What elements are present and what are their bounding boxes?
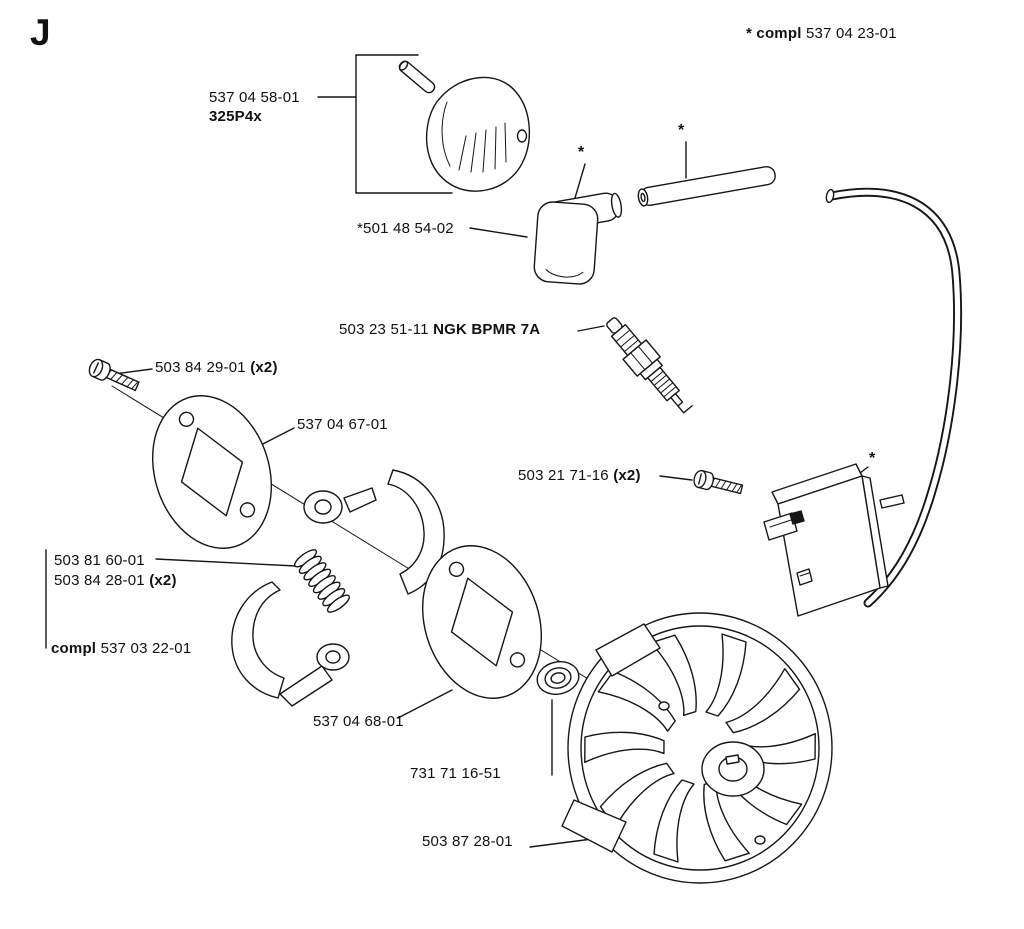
spark-plug-cover xyxy=(425,76,530,192)
part-prefix: compl xyxy=(51,640,97,657)
label-module-screw: 503 21 71-16 (x2) xyxy=(518,466,641,485)
asterisk-mark-tube: * xyxy=(678,122,685,139)
part-number: 503 21 71-16 xyxy=(518,467,609,484)
spark-plug-boot xyxy=(533,192,623,285)
spark-plug xyxy=(606,317,693,414)
module-spade-terminal xyxy=(879,494,905,509)
asterisk-mark-module: * xyxy=(869,450,876,467)
flywheel-nut xyxy=(536,661,580,695)
label-clutch-assembly: compl 537 03 22-01 xyxy=(51,639,191,658)
label-top-assembly: * compl 537 04 23-01 xyxy=(746,24,897,43)
label-spark-plug: 503 23 51-11 NGK BPMR 7A xyxy=(339,320,540,339)
part-qty: (x2) xyxy=(613,467,641,484)
part-number: 503 84 28-01 xyxy=(54,572,145,589)
part-number: 537 04 58-01 xyxy=(209,89,300,106)
part-number: 503 87 28-01 xyxy=(422,833,513,850)
flywheel-magnet-pad xyxy=(595,623,661,677)
label-front-clutch-washer: 537 04 67-01 xyxy=(297,415,388,434)
part-model: 325P4x xyxy=(209,108,262,125)
part-number: 503 81 60-01 xyxy=(54,552,145,569)
part-qty: (x2) xyxy=(250,359,278,376)
part-number: 537 03 22-01 xyxy=(100,640,192,657)
asterisk-mark-boot: * xyxy=(578,144,585,161)
part-number: 537 04 68-01 xyxy=(313,713,404,730)
label-cylinder-cover: 537 04 58-01 325P4x xyxy=(209,88,300,126)
part-number: 537 04 67-01 xyxy=(297,416,388,433)
section-letter: J xyxy=(30,12,51,53)
clutch-shoe-left xyxy=(231,581,350,707)
flywheel-hub xyxy=(701,741,765,797)
label-flywheel: 503 87 28-01 xyxy=(422,832,513,851)
part-number: 503 23 51-11 xyxy=(339,321,429,338)
clutch-shoe-right xyxy=(387,469,445,595)
part-number: 503 84 29-01 xyxy=(155,359,246,376)
ignition-lead-wire xyxy=(825,187,963,608)
front-clutch-washer xyxy=(132,379,292,565)
part-number: 537 04 23-01 xyxy=(805,25,897,42)
tube xyxy=(637,165,776,207)
part-number: *501 48 54-02 xyxy=(357,220,454,237)
clutch-spring xyxy=(291,546,353,616)
label-spark-plug-boot: *501 48 54-02 xyxy=(357,219,454,238)
module-screw xyxy=(691,468,745,499)
label-clutch-spring: 503 81 60-01 xyxy=(54,551,145,570)
module-connector-lug xyxy=(763,512,798,541)
clutch-hub-upper xyxy=(303,487,377,524)
part-qty: (x2) xyxy=(149,572,177,589)
flywheel-magnet-pad xyxy=(561,799,627,853)
cover-screw xyxy=(86,356,142,396)
ignition-module xyxy=(763,463,905,617)
flywheel xyxy=(561,612,833,884)
module-core-hole xyxy=(789,510,805,525)
label-rear-clutch-washer: 537 04 68-01 xyxy=(313,712,404,731)
locating-pin xyxy=(398,60,436,94)
label-cover-screw: 503 84 29-01 (x2) xyxy=(155,358,278,377)
part-name: NGK BPMR 7A xyxy=(433,321,541,338)
label-flywheel-nut: 731 71 16-51 xyxy=(410,764,501,783)
part-number: 731 71 16-51 xyxy=(410,765,501,782)
part-prefix: * compl xyxy=(746,25,802,42)
label-clutch-spring-alt: 503 84 28-01 (x2) xyxy=(54,571,177,590)
